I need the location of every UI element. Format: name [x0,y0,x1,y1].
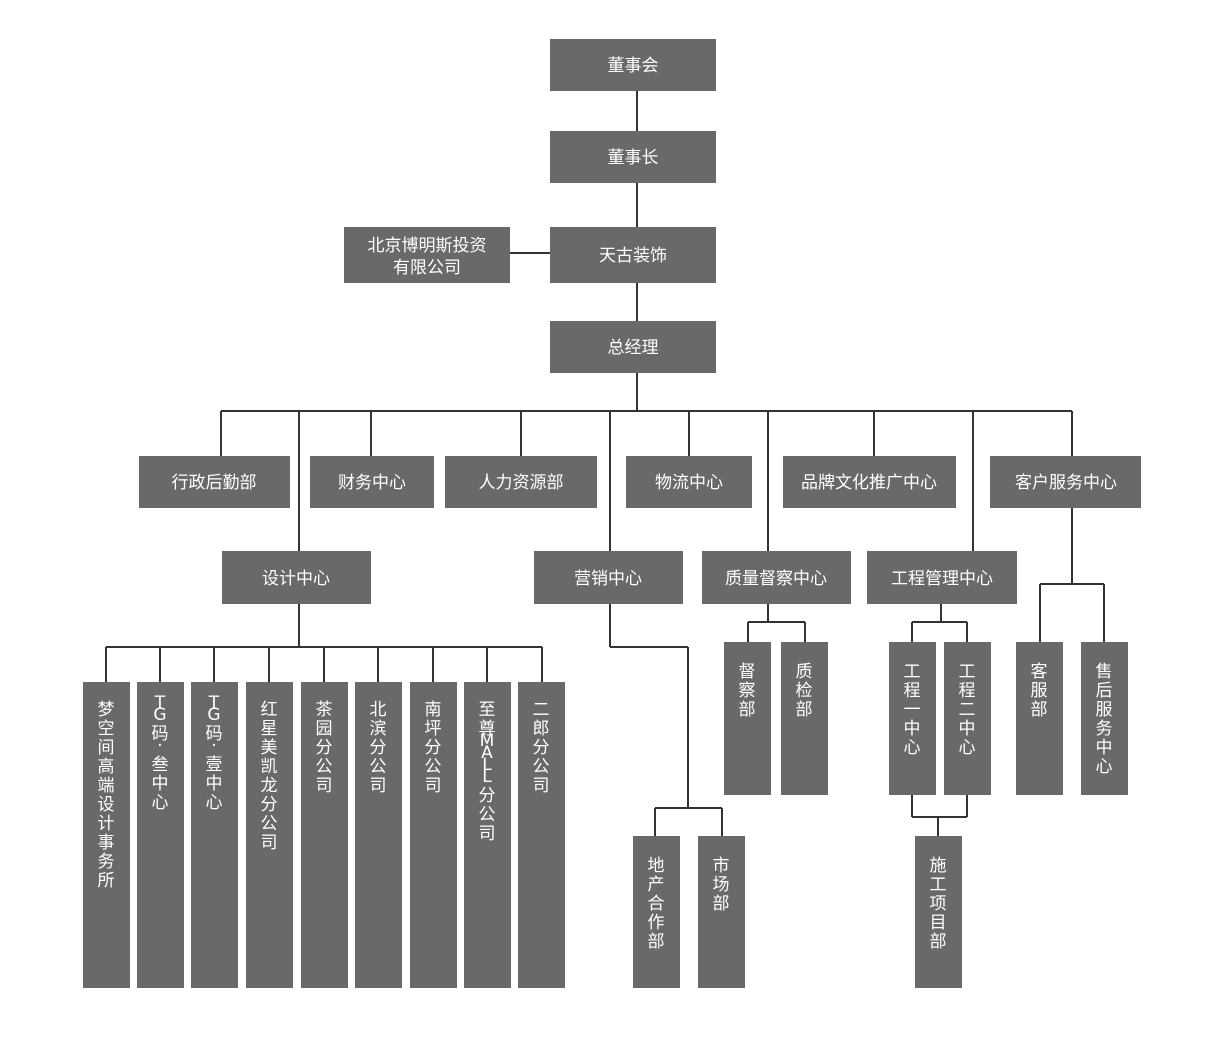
design-unit-6-label: 北滨分公司 [370,700,387,796]
node-finance-label: 财务中心 [338,473,406,493]
node-engineering-unit-2: 工程二中心 [944,642,991,795]
node-quality-unit-2: 质检部 [781,642,828,795]
node-board: 董事会 [550,39,716,91]
engineering-unit-2-label: 工程二中心 [959,662,976,758]
node-design: 设计中心 [222,551,371,604]
node-design-unit-6: 北滨分公司 [355,682,402,988]
node-company-label: 天古装饰 [599,246,667,266]
node-design-unit-7: 南坪分公司 [410,682,457,988]
quality-unit-2-label: 质检部 [796,662,813,720]
node-chairman: 董事长 [550,131,716,183]
node-hr-label: 人力资源部 [479,473,564,493]
node-company: 天古装饰 [550,227,716,283]
node-design-unit-5: 茶园分公司 [301,682,348,988]
node-quality-label: 质量督察中心 [725,569,827,589]
design-unit-9-label: 二郎分公司 [533,700,550,796]
node-design-unit-9: 二郎分公司 [518,682,565,988]
node-customer: 客户服务中心 [990,456,1141,508]
customer-unit-1-label: 客服部 [1031,662,1048,720]
node-logistics-label: 物流中心 [655,473,723,493]
node-engineering: 工程管理中心 [867,551,1017,604]
node-marketing: 营销中心 [534,551,683,604]
engineering-sub-label: 施工项目部 [930,856,947,952]
node-design-unit-1: 梦空间高端设计事务所 [83,682,130,988]
node-admin-label: 行政后勤部 [172,473,257,493]
engineering-unit-1-label: 工程一中心 [904,662,921,758]
node-engineering-label: 工程管理中心 [891,569,993,589]
node-quality: 质量督察中心 [702,551,851,604]
node-brand-label: 品牌文化推广中心 [801,473,937,493]
node-general-manager: 总经理 [550,321,716,373]
node-board-label: 董事会 [608,56,659,76]
node-brand: 品牌文化推广中心 [783,456,956,508]
node-chairman-label: 董事长 [608,148,659,168]
node-customer-label: 客户服务中心 [1015,473,1117,493]
quality-unit-1-label: 督察部 [739,662,756,720]
node-design-unit-4: 红星美凯龙分公司 [246,682,293,988]
marketing-unit-2-label: 市场部 [713,856,730,914]
node-engineering-sub: 施工项目部 [915,836,962,988]
node-hr: 人力资源部 [445,456,597,508]
node-logistics: 物流中心 [626,456,752,508]
design-unit-1-label: 梦空间高端设计事务所 [98,700,115,891]
node-marketing-label: 营销中心 [574,569,642,589]
node-quality-unit-1: 督察部 [724,642,771,795]
node-customer-unit-1: 客服部 [1016,642,1063,795]
node-marketing-unit-2: 市场部 [698,836,745,988]
node-marketing-unit-1: 地产合作部 [633,836,680,988]
node-investor-label-line2: 有限公司 [393,258,461,278]
customer-unit-2-label: 售后服务中心 [1096,662,1113,777]
connector-lines [105,91,1105,836]
node-engineering-unit-1: 工程一中心 [889,642,936,795]
node-customer-unit-2: 售后服务中心 [1081,642,1128,795]
design-unit-7-label: 南坪分公司 [425,700,442,796]
node-design-label: 设计中心 [262,569,330,589]
node-admin: 行政后勤部 [139,456,290,508]
marketing-unit-1-label: 地产合作部 [648,856,665,952]
node-finance: 财务中心 [310,456,434,508]
design-unit-5-label: 茶园分公司 [316,700,333,796]
node-investor: 北京博明斯投资 有限公司 [344,227,510,283]
node-general-manager-label: 总经理 [608,338,659,358]
node-investor-label-line1: 北京博明斯投资 [368,236,487,256]
design-unit-4-label: 红星美凯龙分公司 [261,700,278,853]
